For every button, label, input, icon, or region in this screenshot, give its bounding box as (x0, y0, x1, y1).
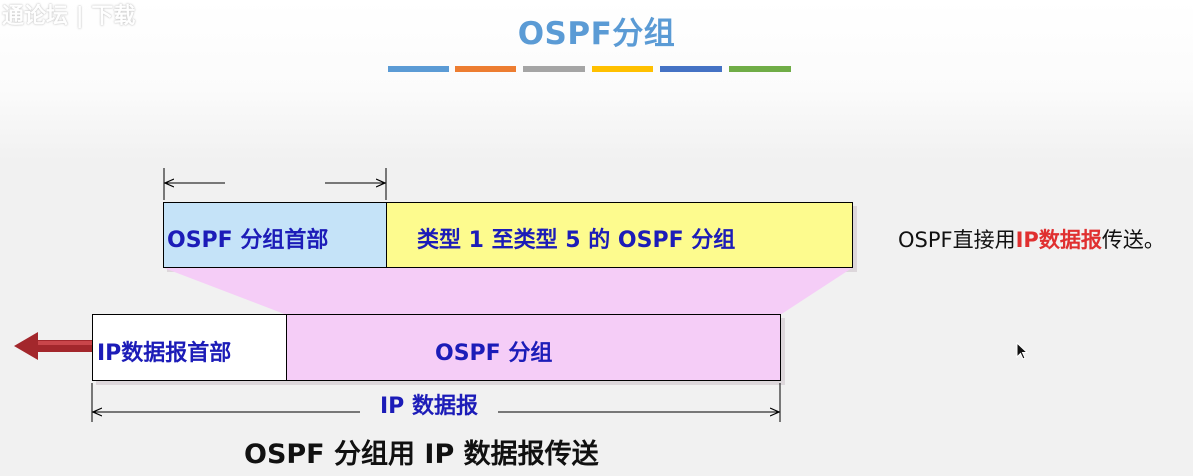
mouse-cursor-icon (1016, 342, 1029, 360)
ip-header-box (92, 314, 287, 381)
ospf-header-label: OSPF 分组首部 (167, 228, 329, 253)
ospf-body-box (386, 202, 853, 268)
ip-body-label: OSPF 分组 (435, 341, 553, 366)
encapsulation-trapezoid (164, 268, 852, 315)
ospf-body-label: 类型 1 至类型 5 的 OSPF 分组 (417, 228, 736, 253)
color-bar-segment-3 (523, 66, 585, 72)
ip-body-box (286, 314, 781, 381)
color-bar-segment-2 (455, 66, 516, 72)
color-bar-segment-4 (592, 66, 653, 72)
color-bar-segment-6 (729, 66, 791, 72)
ip-datagram-length-label: IP 数据报 (360, 388, 498, 426)
color-bar-segment-5 (660, 66, 722, 72)
color-bar-segment-1 (388, 66, 449, 72)
outgoing-arrow (14, 332, 92, 360)
ospf-header-box (163, 202, 387, 268)
ip-header-label: IP数据报首部 (97, 341, 232, 366)
slide-title: OSPF分组 (517, 16, 676, 52)
side-note-suffix: 传送。 (1101, 228, 1165, 252)
side-note: OSPF直接用IP数据报传送。 (898, 224, 1165, 254)
side-note-prefix: OSPF直接用 (898, 228, 1016, 252)
outgoing-arrow-highlight (38, 341, 92, 345)
side-note-highlight: IP数据报 (1015, 228, 1102, 252)
watermark-text: 通论坛 | 下载 (2, 4, 136, 29)
diagram-caption: OSPF 分组用 IP 数据报传送 (244, 439, 599, 470)
